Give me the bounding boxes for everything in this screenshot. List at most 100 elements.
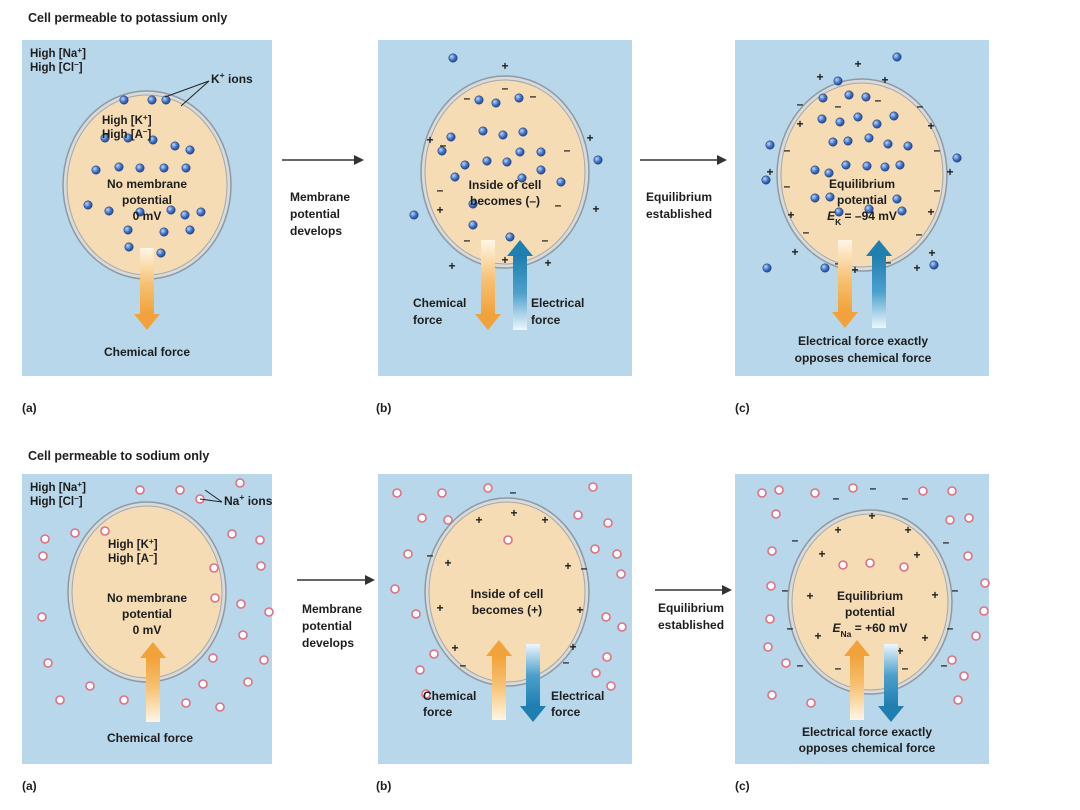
k-ion — [446, 132, 456, 142]
na-ion — [601, 612, 611, 622]
minus-charge: – — [885, 255, 892, 269]
k-ion — [124, 242, 134, 252]
k-ion — [518, 127, 528, 137]
plus-charge: + — [931, 588, 938, 602]
cell-interior — [791, 513, 949, 691]
k-ion — [502, 157, 512, 167]
transition-arrow-head — [365, 575, 375, 585]
k-ion — [114, 162, 124, 172]
k-ion — [897, 206, 907, 216]
plus-charge: + — [913, 261, 920, 275]
row-heading: Cell permeable to potassium only — [28, 11, 227, 25]
k-ion — [556, 177, 566, 187]
k-ion — [450, 172, 460, 182]
chemical-force-label: Chemical — [423, 689, 476, 703]
center-text: potential — [837, 193, 887, 207]
panel-letter: (a) — [22, 401, 37, 415]
center-text: Equilibrium — [837, 589, 903, 603]
plus-charge: + — [896, 644, 903, 658]
plus-charge: + — [818, 547, 825, 561]
cell-interior — [428, 501, 586, 683]
chemical-force-label: Chemical — [413, 296, 466, 310]
k-ion — [864, 204, 874, 214]
plus-charge: + — [501, 59, 508, 73]
arrow-head — [140, 642, 166, 658]
k-ion — [810, 165, 820, 175]
na-ion — [766, 581, 776, 591]
na-ion — [979, 606, 989, 616]
na-ion — [198, 679, 208, 689]
transition-label: Membrane — [290, 190, 350, 204]
k-ion — [872, 119, 882, 129]
center-text: becomes (+) — [472, 603, 542, 617]
plus-charge: + — [814, 629, 821, 643]
chemical-force-arrow — [140, 642, 166, 722]
plus-charge: + — [586, 131, 593, 145]
label-high-na: High [Na+] — [30, 46, 86, 61]
plus-charge: + — [426, 133, 433, 147]
na-ion — [953, 695, 963, 705]
arrow-shaft — [884, 644, 898, 706]
plus-charge: + — [564, 559, 571, 573]
minus-charge: – — [564, 143, 571, 157]
force-comparison-label: Electrical force exactly — [798, 334, 928, 348]
plus-charge: + — [510, 506, 517, 520]
na-ion — [806, 698, 816, 708]
plus-charge: + — [921, 631, 928, 645]
k-ion — [482, 156, 492, 166]
panel-c: +++––––++––++––++––++––++Equilibriumpote… — [735, 40, 989, 415]
na-ion — [838, 560, 848, 570]
k-ion — [474, 95, 484, 105]
na-ion — [865, 558, 875, 568]
arrow-shaft — [481, 240, 495, 314]
transition-arrow — [655, 585, 732, 595]
label-high-na: High [Na+] — [30, 480, 86, 495]
k-ion — [818, 93, 828, 103]
force-comparison-label: opposes chemical force — [799, 741, 936, 755]
k-ion — [536, 147, 546, 157]
k-ion — [762, 263, 772, 273]
chemical-force-label: force — [413, 313, 443, 327]
callout-line — [204, 489, 223, 503]
arrow-shaft — [526, 644, 540, 706]
label-high-a: High [A–] — [102, 127, 152, 142]
arrow-head — [507, 240, 533, 256]
k-ion — [843, 136, 853, 146]
na-ion — [767, 690, 777, 700]
transition-label: potential — [302, 619, 352, 633]
ion-callout-label: Na+ ions — [224, 492, 273, 508]
na-ion — [417, 513, 427, 523]
na-ion — [437, 488, 447, 498]
label-high-cl: High [Cl–] — [30, 494, 83, 509]
k-ion — [817, 114, 827, 124]
na-ion — [945, 515, 955, 525]
na-ion — [918, 486, 928, 496]
na-ion — [429, 649, 439, 659]
plus-charge: + — [881, 73, 888, 87]
k-ion — [517, 173, 527, 183]
arrow-head — [844, 640, 870, 656]
center-text: Inside of cell — [469, 178, 542, 192]
na-ion — [215, 702, 225, 712]
plus-charge: + — [868, 509, 875, 523]
k-ion — [119, 95, 129, 105]
minus-charge: – — [934, 143, 941, 157]
panel-letter: (a) — [22, 779, 37, 793]
center-text: Inside of cell — [471, 587, 544, 601]
plus-charge: + — [436, 601, 443, 615]
plus-charge: + — [436, 203, 443, 217]
force-comparison-label: Electrical force exactly — [802, 725, 932, 739]
na-ion — [415, 665, 425, 675]
k-ion — [491, 98, 501, 108]
transition-label: Equilibrium — [646, 190, 712, 204]
k-ion — [892, 52, 902, 62]
na-ion — [602, 652, 612, 662]
na-ion — [243, 677, 253, 687]
k-ion — [185, 225, 195, 235]
na-ion — [443, 515, 453, 525]
